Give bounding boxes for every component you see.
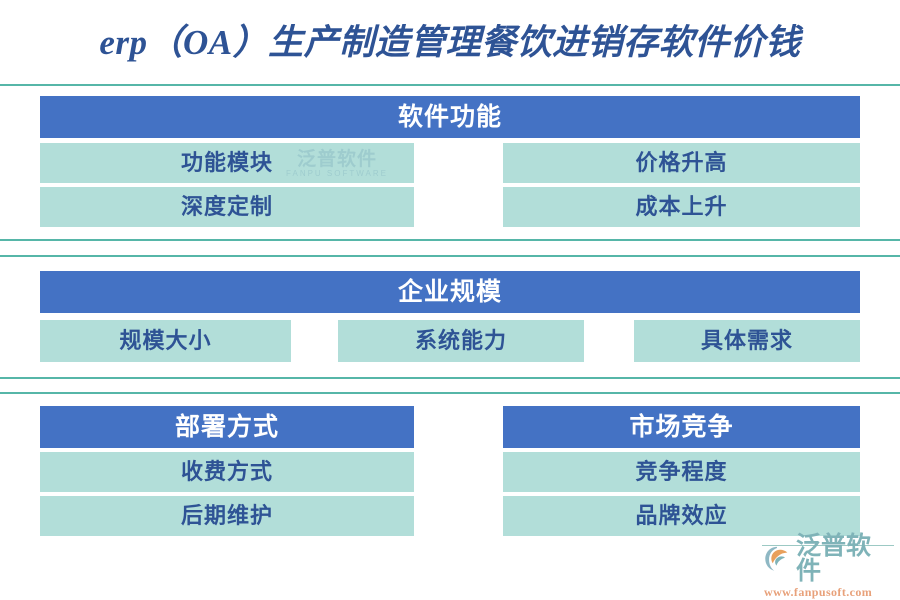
item-box-label: 规模大小 xyxy=(119,328,212,353)
logo-company-name: 泛普软件 xyxy=(796,533,872,585)
divider-section3-top xyxy=(0,392,900,394)
section-header-deployment-method[interactable]: 部署方式 xyxy=(40,406,414,448)
item-box-label: 系统能力 xyxy=(414,328,507,353)
item-box-label: 具体需求 xyxy=(700,328,793,353)
item-box-system-capability[interactable]: 系统能力 xyxy=(338,320,584,362)
section-header-enterprise-scale[interactable]: 企业规模 xyxy=(40,271,860,313)
item-box-label: 品牌效应 xyxy=(635,503,728,528)
divider-top xyxy=(0,84,900,86)
item-box-label: 收费方式 xyxy=(180,459,273,484)
fanpu-logo-icon xyxy=(765,546,788,571)
company-logo: 泛普软件 www.fanpusoft.com xyxy=(762,534,894,599)
item-box-later-maintenance[interactable]: 后期维护 xyxy=(40,496,414,536)
logo-website-url: www.fanpusoft.com xyxy=(764,585,873,599)
section-header-label: 部署方式 xyxy=(174,413,279,441)
page-title-text: erp（OA）生产制造管理餐饮进销存软件价钱 xyxy=(99,23,801,62)
item-box-deep-customization[interactable]: 深度定制 xyxy=(40,187,414,227)
section-header-label: 软件功能 xyxy=(397,103,502,131)
item-box-cost-increase[interactable]: 成本上升 xyxy=(503,187,860,227)
divider-section1-bottom xyxy=(0,239,900,241)
item-box-price-increase[interactable]: 价格升高 xyxy=(503,143,860,183)
page-title: erp（OA）生产制造管理餐饮进销存软件价钱 xyxy=(0,0,900,85)
item-box-label: 成本上升 xyxy=(635,194,728,219)
item-box-label: 竞争程度 xyxy=(635,459,728,484)
item-box-function-module[interactable]: 功能模块 xyxy=(40,143,414,183)
item-box-label: 深度定制 xyxy=(180,194,273,219)
item-box-competition-level[interactable]: 竞争程度 xyxy=(503,452,860,492)
item-box-label: 功能模块 xyxy=(180,150,273,175)
logo-row: 泛普软件 xyxy=(762,534,894,584)
item-box-label: 后期维护 xyxy=(180,503,273,528)
section-header-software-function[interactable]: 软件功能 xyxy=(40,96,860,138)
item-box-label: 价格升高 xyxy=(635,150,728,175)
item-box-brand-effect[interactable]: 品牌效应 xyxy=(503,496,860,536)
section-header-label: 企业规模 xyxy=(397,278,502,306)
item-box-charging-method[interactable]: 收费方式 xyxy=(40,452,414,492)
item-box-specific-requirements[interactable]: 具体需求 xyxy=(634,320,860,362)
divider-section2-top xyxy=(0,255,900,257)
item-box-scale-size[interactable]: 规模大小 xyxy=(40,320,291,362)
section-header-market-competition[interactable]: 市场竞争 xyxy=(503,406,860,448)
divider-logo-top xyxy=(762,545,894,546)
section-header-label: 市场竞争 xyxy=(629,413,734,441)
divider-section2-bottom xyxy=(0,377,900,379)
